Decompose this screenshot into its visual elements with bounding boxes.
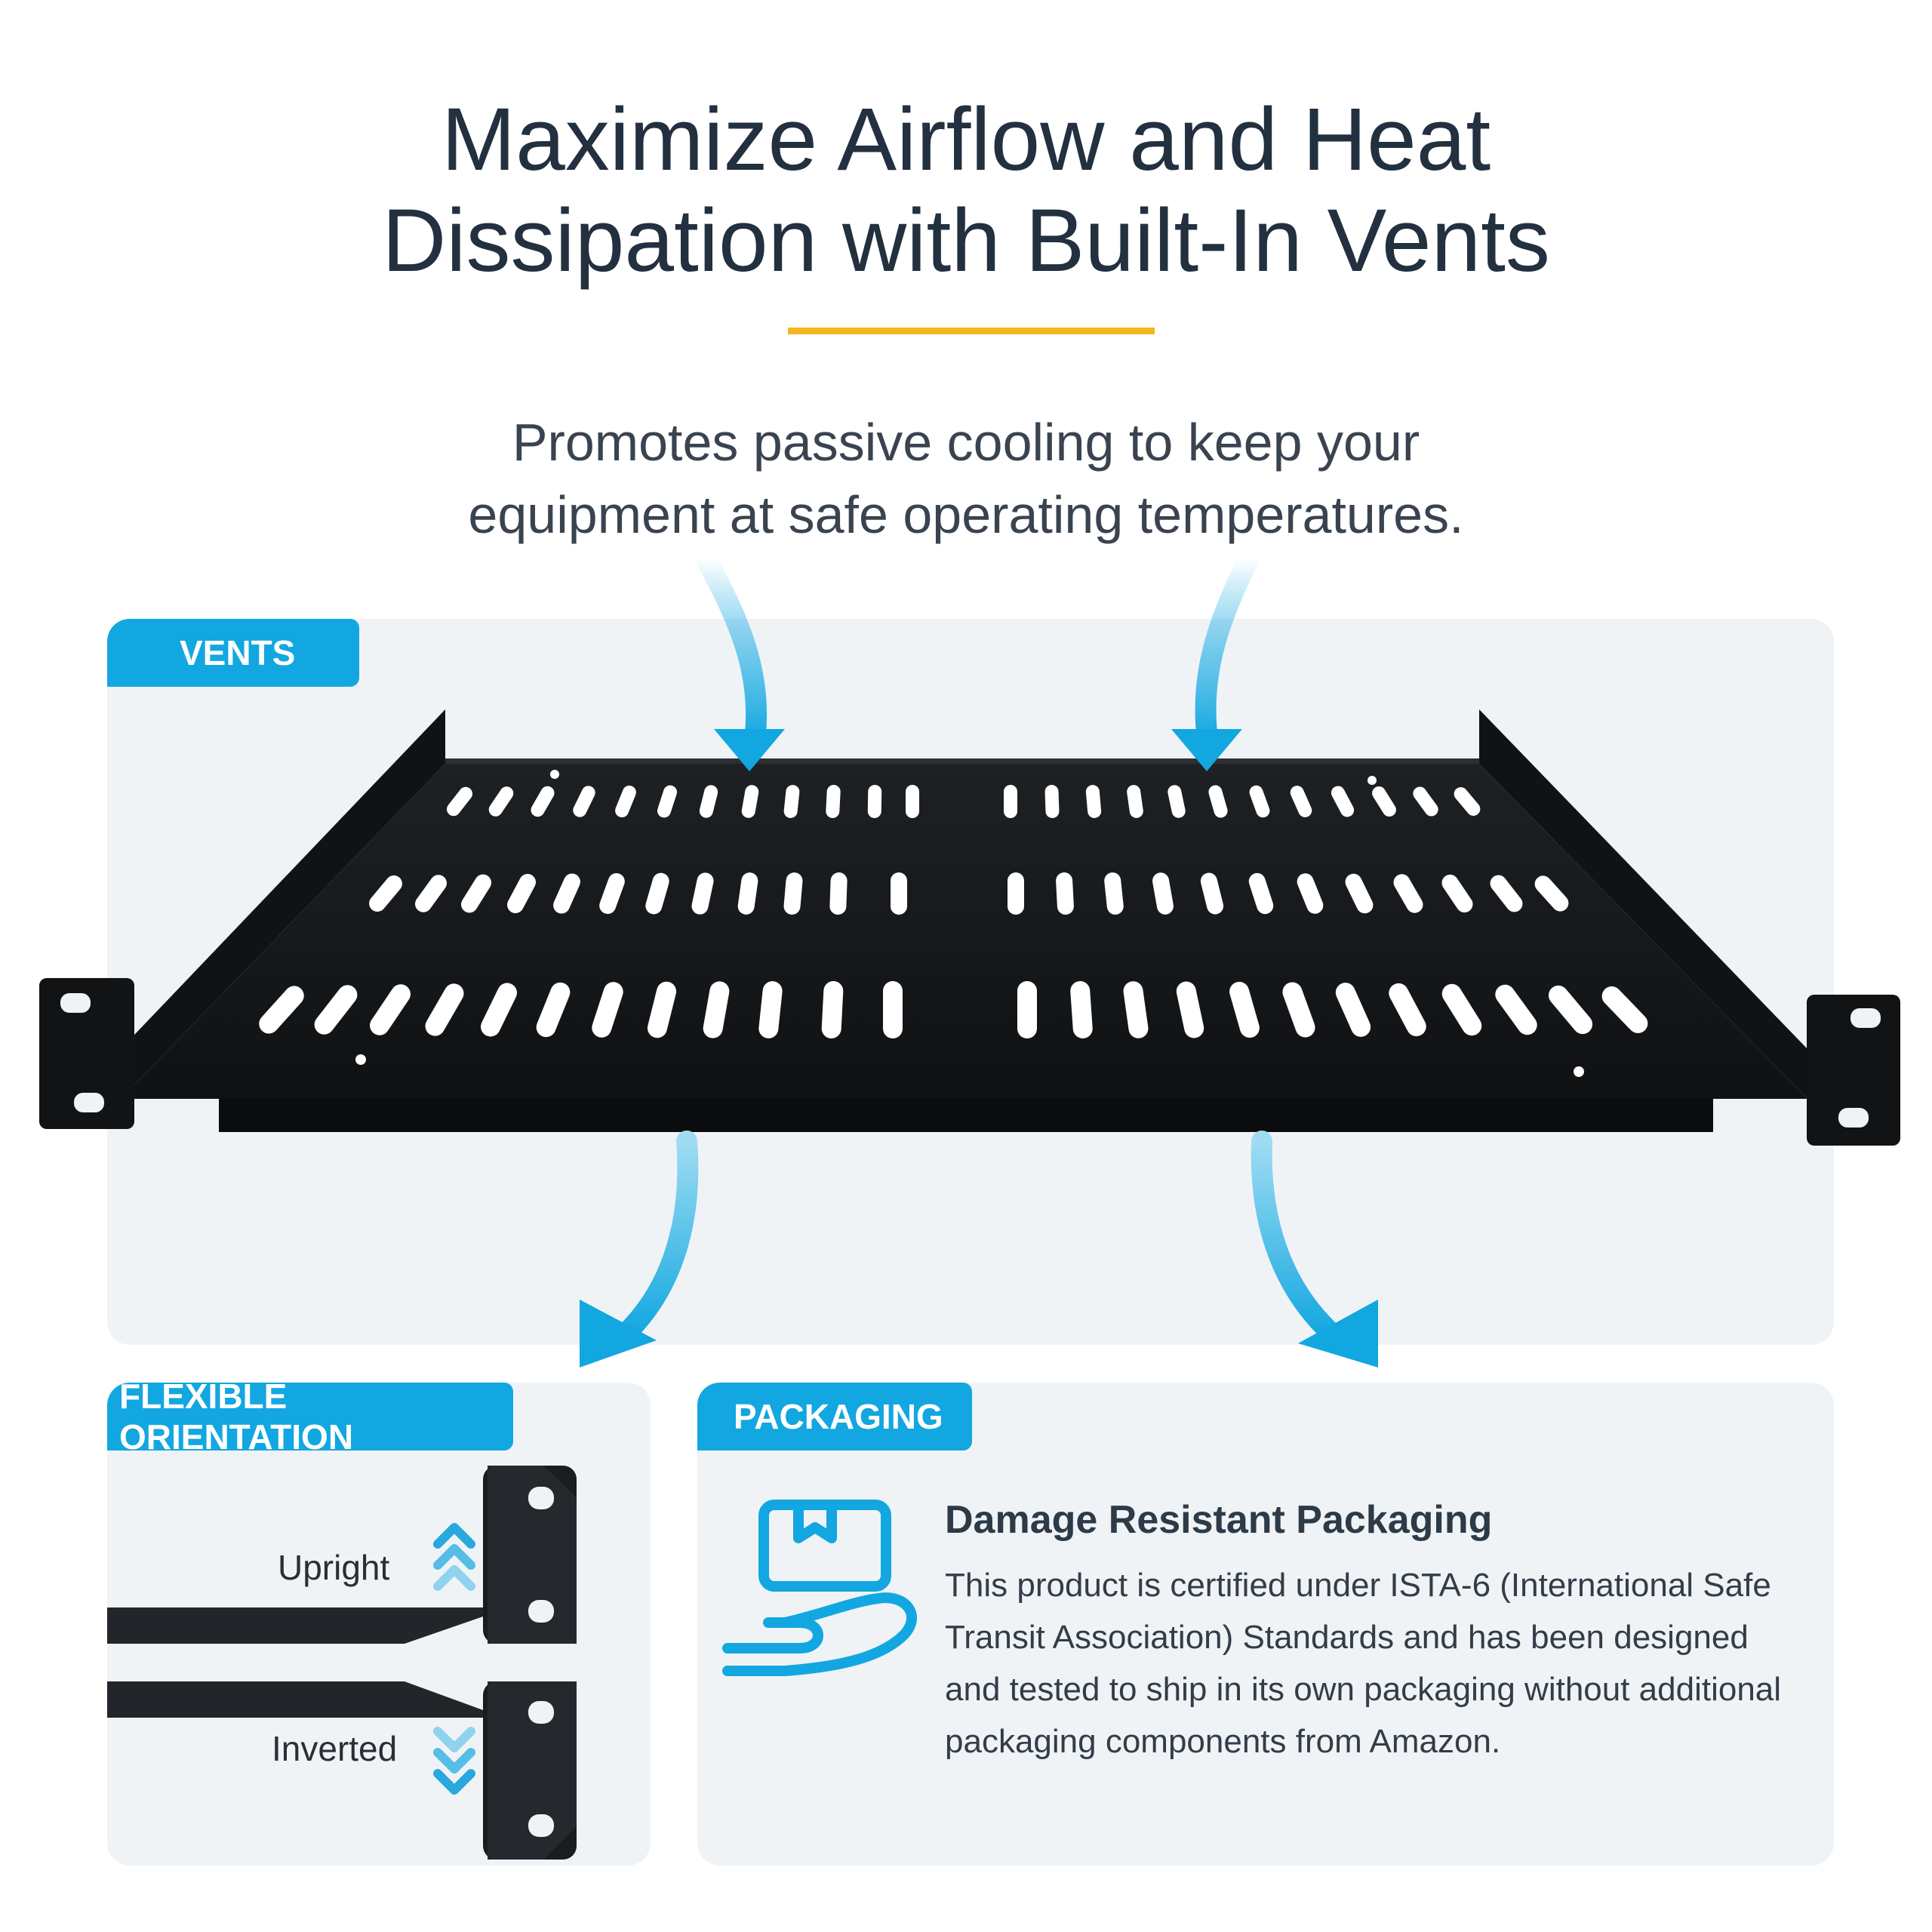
- airflow-arrow-out-right: [1251, 1131, 1378, 1367]
- airflow-arrow-in-left: [695, 548, 785, 771]
- title-underline: [788, 328, 1155, 334]
- inverted-label: Inverted: [272, 1729, 398, 1768]
- packaging-title: Damage Resistant Packaging: [945, 1498, 1493, 1542]
- airflow-arrow-in-right: [1171, 548, 1260, 771]
- inverted-bracket-image: [107, 1681, 577, 1860]
- upright-bracket-image: [107, 1466, 577, 1644]
- flexible-orientation-label: FLEXIBLE ORIENTATION: [107, 1377, 513, 1457]
- box-in-hand-icon: [722, 1500, 917, 1676]
- vent-slots: [259, 770, 1648, 1077]
- subtitle-line-1: Promotes passive cooling to keep your: [512, 413, 1420, 472]
- title-line-1: Maximize Airflow and Heat: [441, 90, 1491, 189]
- subtitle-line-2: equipment at safe operating temperatures…: [468, 485, 1464, 544]
- chevron-down-icon: [433, 1727, 475, 1795]
- chevron-up-icon: [433, 1523, 475, 1591]
- vent-row-2: [369, 872, 1569, 915]
- vents-label: VENTS: [107, 619, 359, 687]
- packaging-panel: [697, 1383, 1834, 1866]
- rack-shelf-image: [39, 709, 1900, 1146]
- packaging-description: This product is certified under ISTA-6 (…: [945, 1567, 1782, 1760]
- upright-label: Upright: [278, 1548, 390, 1587]
- vent-row-1: [446, 785, 1481, 818]
- vent-row-3: [259, 981, 1648, 1038]
- page-title: Maximize Airflow and Heat Dissipation wi…: [0, 89, 1932, 291]
- airflow-arrow-out-left: [580, 1131, 699, 1367]
- page-subtitle: Promotes passive cooling to keep your eq…: [0, 406, 1932, 551]
- title-line-2: Dissipation with Built-In Vents: [382, 191, 1550, 291]
- packaging-label: PACKAGING: [697, 1383, 972, 1451]
